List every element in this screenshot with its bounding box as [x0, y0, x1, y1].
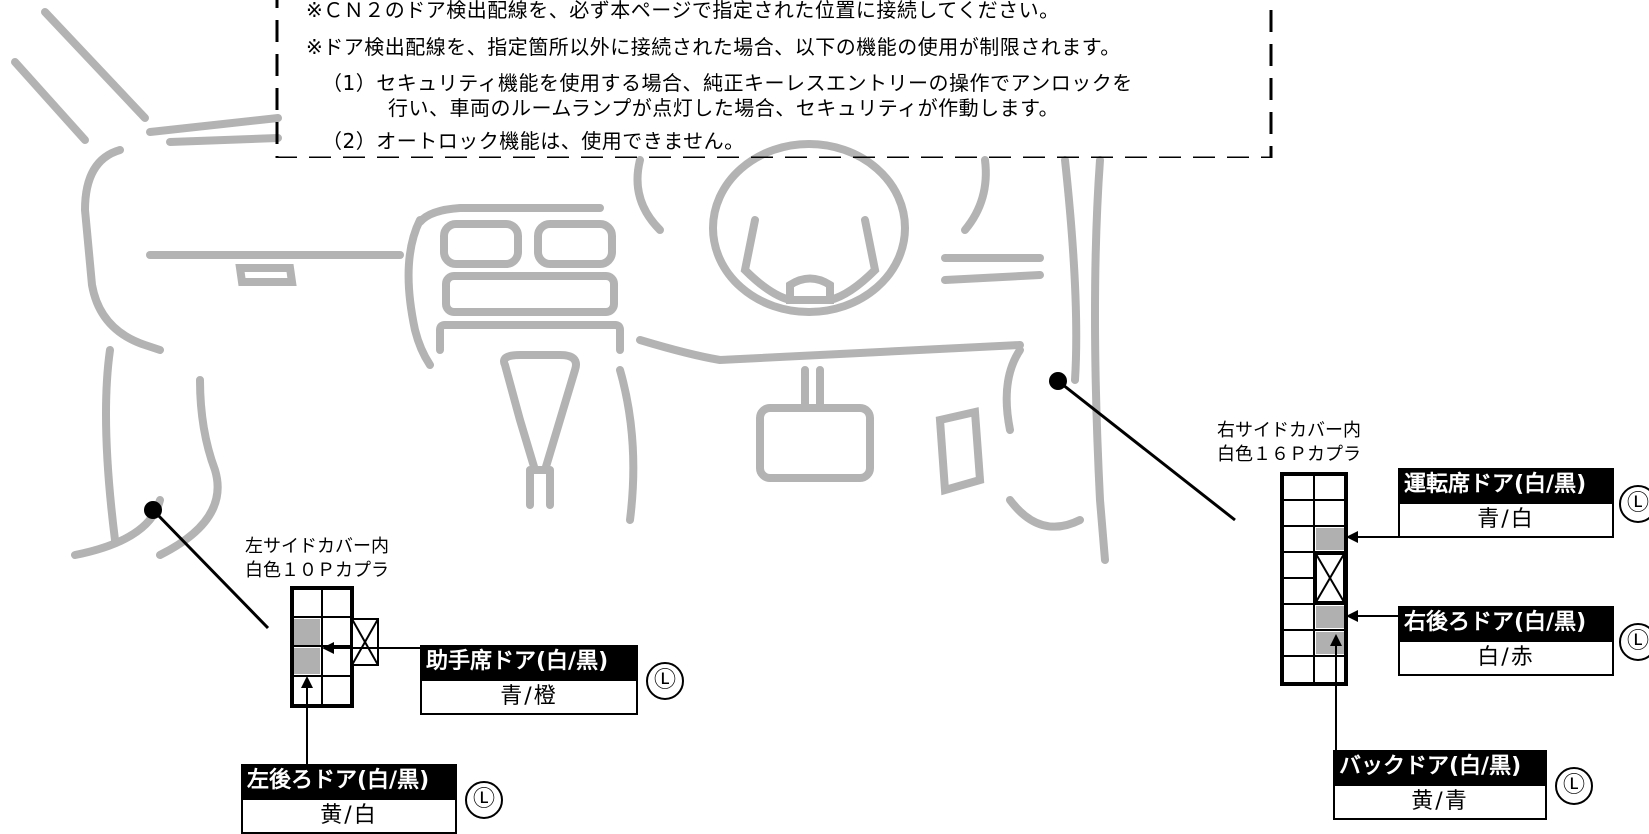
notice-line-3: （1）セキュリティ機能を使用する場合、純正キーレスエントリーの操作でアンロックを: [322, 71, 1133, 95]
notice-box-border: [275, 0, 1273, 158]
l-circle-icon: Ⓛ: [1555, 767, 1593, 805]
wire-tag-passenger-door-title: 助手席ドア(白/黒): [420, 645, 638, 679]
wire-tag-driver-door-color: 青/白: [1398, 502, 1614, 538]
l-circle-icon: Ⓛ: [1619, 623, 1649, 661]
wire-tag-back-door-color: 黄/青: [1333, 784, 1547, 820]
wire-tag-back-door: バックドア(白/黒) 黄/青 Ⓛ: [1333, 750, 1593, 820]
left-connector-location: 左サイドカバー内: [245, 536, 389, 557]
right-pin-driver: [1316, 528, 1344, 550]
wire-tag-right-rear-door-title: 右後ろドア(白/黒): [1398, 606, 1614, 640]
l-circle-icon: Ⓛ: [1619, 485, 1649, 523]
right-pin-right-rear: [1316, 606, 1344, 628]
notice-line-4: 行い、車両のルームランプが点灯した場合、セキュリティが作動します。: [388, 96, 1060, 120]
notice-line-5: （2）オートロック機能は、使用できません。: [322, 129, 745, 153]
wire-tag-driver-door: 運転席ドア(白/黒) 青/白 Ⓛ: [1398, 468, 1649, 538]
wire-tag-left-rear-door-title: 左後ろドア(白/黒): [241, 764, 457, 798]
wire-tag-passenger-door-color: 青/橙: [420, 679, 638, 715]
l-circle-icon: Ⓛ: [465, 781, 503, 819]
left-connector-type: 白色１０Ｐカプラ: [245, 560, 389, 581]
wire-tag-right-rear-door-color: 白/赤: [1398, 640, 1614, 676]
wire-tag-driver-door-title: 運転席ドア(白/黒): [1398, 468, 1614, 502]
notice-line-2: ※ドア検出配線を、指定箇所以外に接続された場合、以下の機能の使用が制限されます。: [306, 35, 1121, 59]
left-pin-passenger: [294, 619, 320, 645]
wire-tag-right-rear-door: 右後ろドア(白/黒) 白/赤 Ⓛ: [1398, 606, 1649, 676]
wire-tag-passenger-door: 助手席ドア(白/黒) 青/橙 Ⓛ: [420, 645, 684, 715]
right-connector-pinout: [1280, 472, 1348, 686]
l-circle-icon: Ⓛ: [646, 662, 684, 700]
right-connector-location: 右サイドカバー内: [1217, 420, 1361, 441]
wire-tag-left-rear-door: 左後ろドア(白/黒) 黄/白 Ⓛ: [241, 764, 503, 834]
left-pin-left-rear: [294, 648, 320, 674]
notice-line-1: ※ＣＮ２のドア検出配線を、必ず本ページで指定された位置に接続してください。: [306, 0, 1060, 22]
right-connector-type: 白色１６Ｐカプラ: [1217, 444, 1361, 465]
wire-tag-back-door-title: バックドア(白/黒): [1333, 750, 1547, 784]
